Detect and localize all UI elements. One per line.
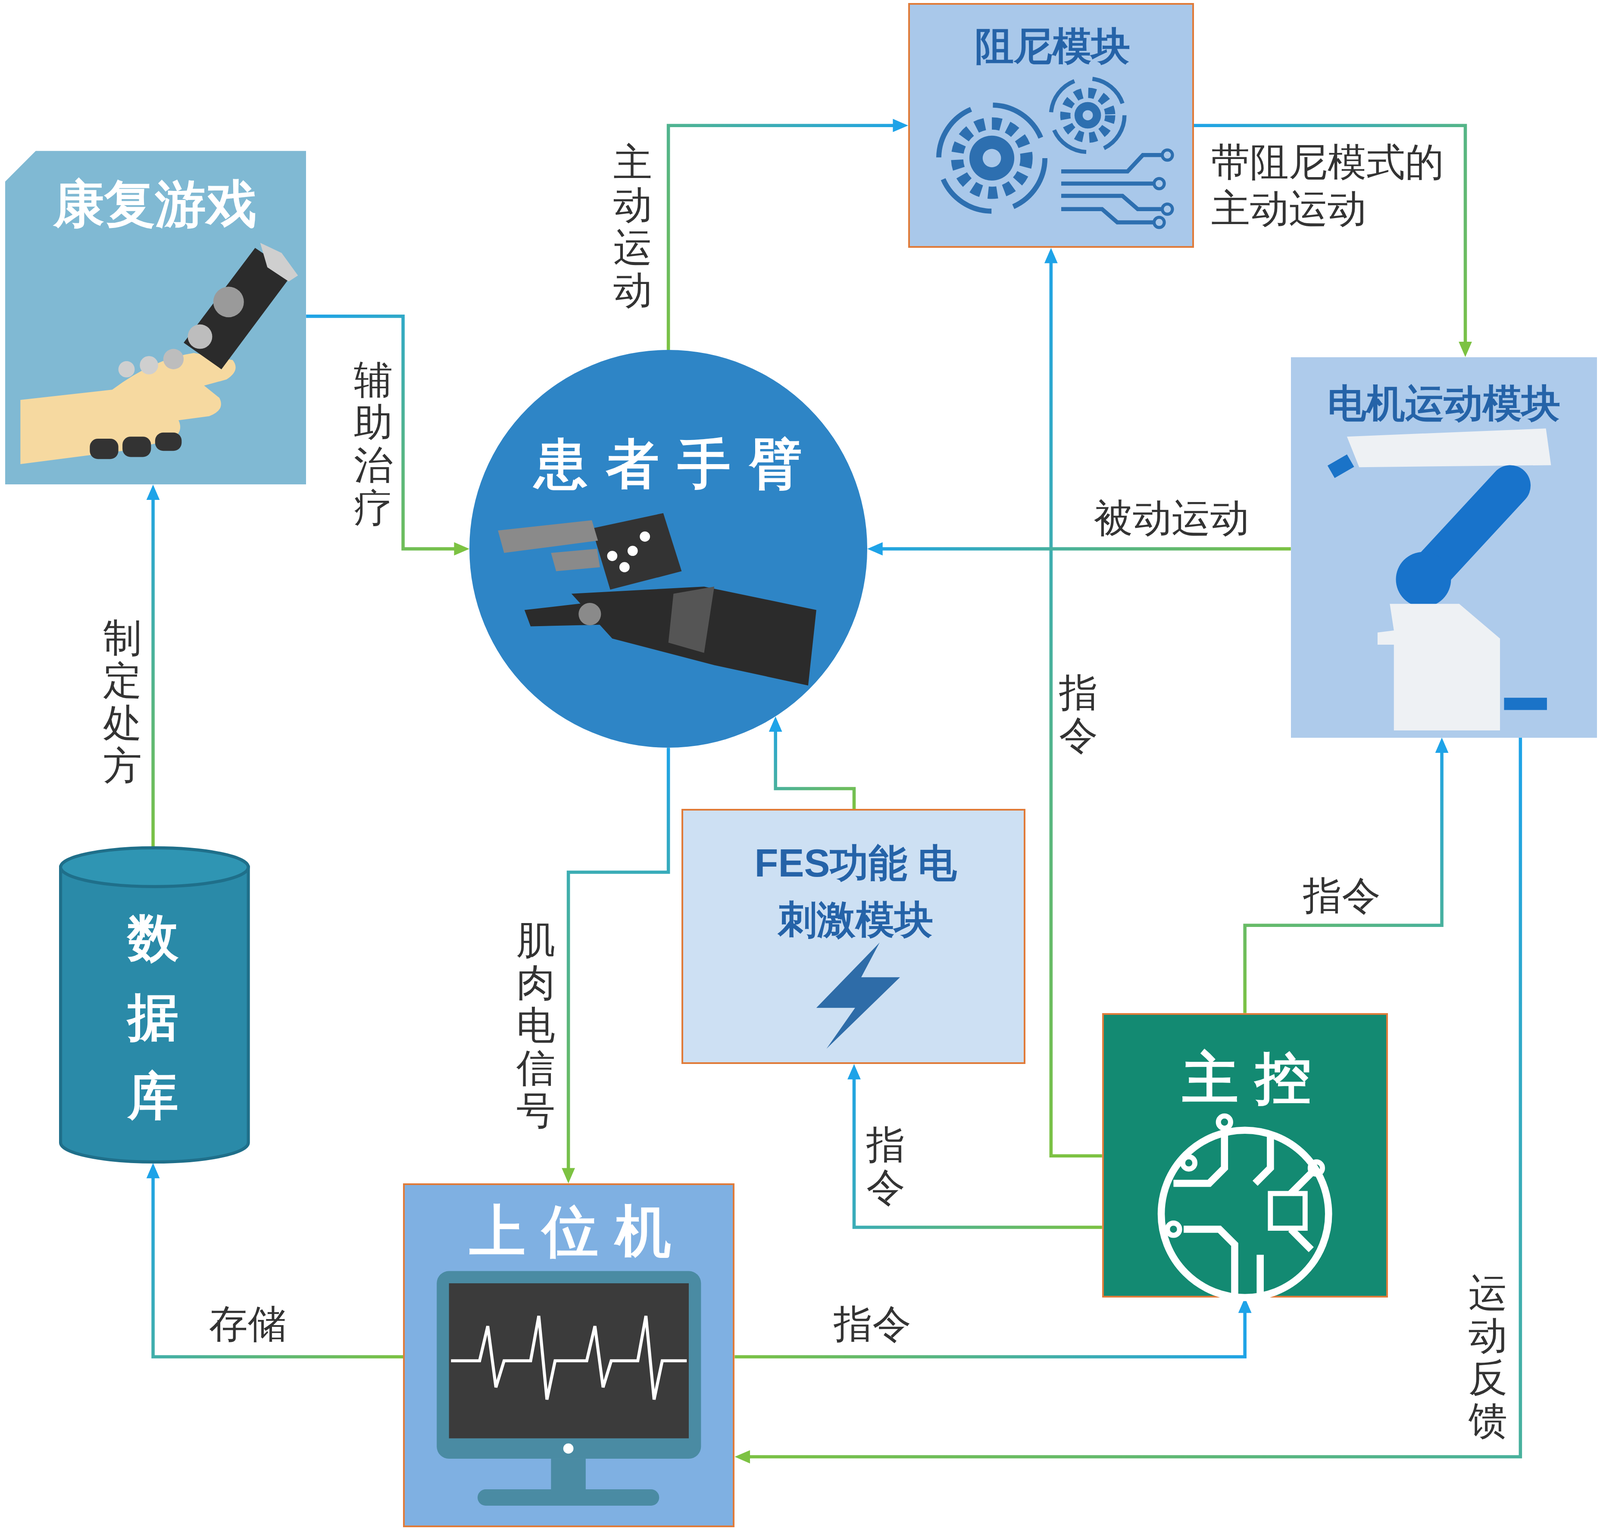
edge-label: 主动运动 xyxy=(610,139,655,314)
lightning-icon xyxy=(816,942,900,1049)
connector xyxy=(734,1312,1245,1358)
connector xyxy=(568,747,669,1169)
controller-box: 主控 xyxy=(1102,1013,1388,1298)
edge-label: 带阻尼模式的主动运动 xyxy=(1208,137,1451,235)
connector xyxy=(1050,262,1102,1157)
connector xyxy=(151,499,155,847)
module-box: FES功能 电刺激模块 xyxy=(681,809,1026,1065)
circuit-icon xyxy=(1161,1116,1329,1298)
game-box: 康复游戏 xyxy=(5,150,307,485)
connector xyxy=(153,1177,404,1357)
robotic-arm-illustration xyxy=(497,513,817,686)
connector xyxy=(881,547,1291,551)
patient-circle: 患者手臂 xyxy=(469,350,868,748)
node-title: FES功能 电刺激模块 xyxy=(747,835,965,948)
arrowhead xyxy=(867,542,883,556)
arrowhead xyxy=(1044,247,1058,264)
node-title: 阻尼模块 xyxy=(975,23,1131,70)
arrowhead xyxy=(1435,737,1449,754)
connector xyxy=(775,731,854,810)
node-title: 康复游戏 xyxy=(53,173,257,235)
connector xyxy=(668,125,894,350)
edge-label: 制定处方 xyxy=(100,615,145,790)
edge-label: 指令 xyxy=(831,1299,914,1350)
edge-label: 辅助治疗 xyxy=(351,356,396,532)
node-title: 数据库 xyxy=(127,898,179,1136)
node-title: 主控 xyxy=(1165,1044,1329,1112)
host-box: 上位机 xyxy=(403,1183,735,1528)
connector xyxy=(853,1078,1102,1228)
module-box: 阻尼模块 xyxy=(908,3,1194,248)
edge-label: 指令 xyxy=(1056,669,1101,759)
arrowhead xyxy=(734,1450,750,1464)
node-title: 患者手臂 xyxy=(515,432,821,497)
monitor-icon xyxy=(436,1271,701,1507)
arrowhead xyxy=(146,484,160,500)
node-title: 电机运动模块 xyxy=(1327,380,1561,428)
gear-icon xyxy=(938,78,1173,228)
arrowhead xyxy=(1458,341,1472,358)
handshake-illustration xyxy=(20,242,298,465)
arrowhead xyxy=(892,118,909,133)
industrial-robot-illustration xyxy=(1327,428,1552,731)
arrowhead xyxy=(146,1163,160,1179)
edge-label: 存储 xyxy=(206,1299,290,1350)
arrowhead xyxy=(561,1168,575,1185)
connector xyxy=(1193,125,1466,343)
arrowhead xyxy=(453,542,470,556)
edge-label: 指令 xyxy=(863,1121,908,1211)
connector xyxy=(306,316,455,550)
connector xyxy=(1244,752,1442,1014)
arrowhead xyxy=(847,1064,861,1080)
edge-label: 被动运动 xyxy=(1091,493,1252,544)
edge-label: 运动反馈 xyxy=(1465,1270,1510,1445)
arrowhead xyxy=(1238,1297,1252,1314)
node-title: 上位机 xyxy=(452,1197,688,1266)
module-box: 电机运动模块 xyxy=(1290,357,1597,738)
edge-label: 指令 xyxy=(1300,871,1384,922)
database-cylinder: 数据库 xyxy=(59,846,250,1164)
edge-label: 肌肉电信号 xyxy=(513,917,558,1135)
